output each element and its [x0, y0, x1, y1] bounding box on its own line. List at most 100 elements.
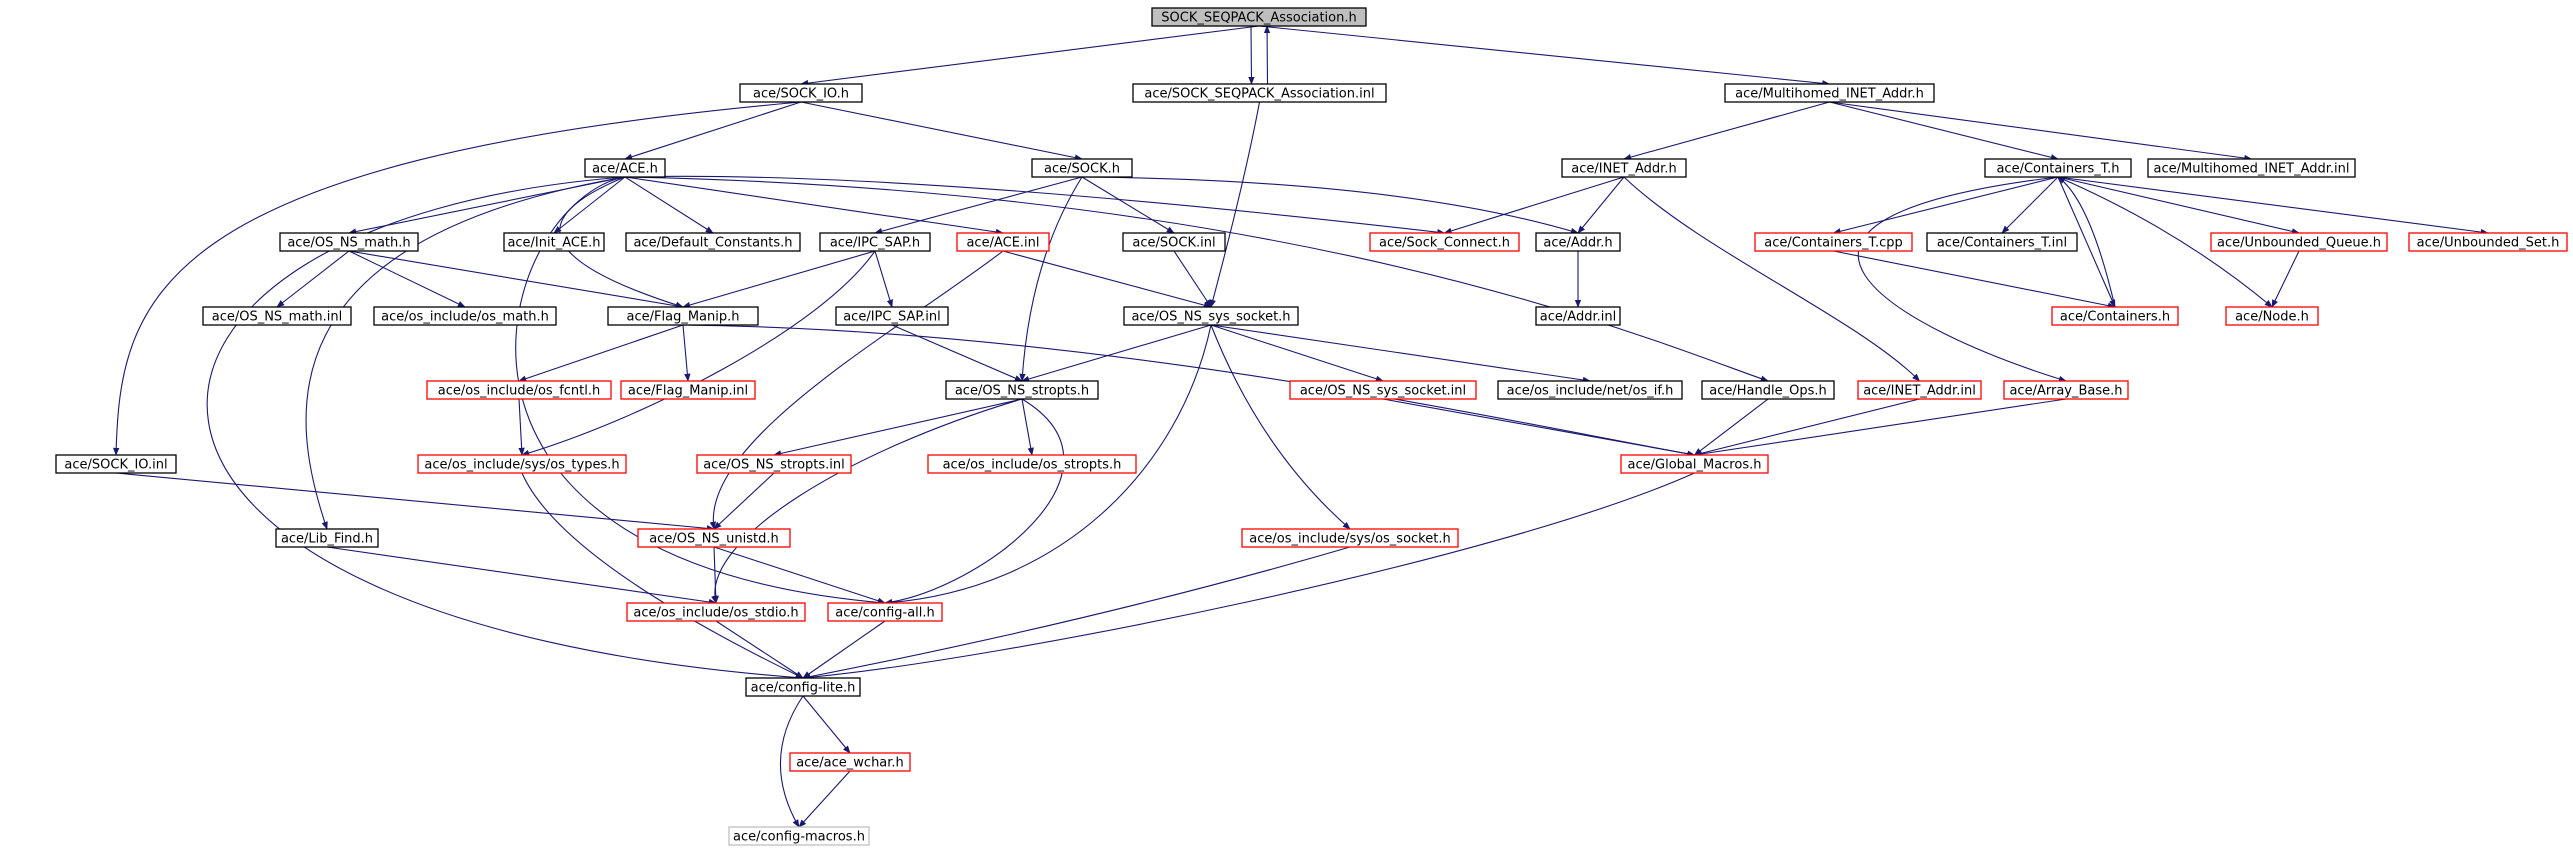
node-array-base-h[interactable]: ace/Array_Base.h [2003, 380, 2129, 400]
node-containers-t-inl[interactable]: ace/Containers_T.inl [1926, 232, 2078, 252]
node-label: ace/Sock_Connect.h [1379, 236, 1510, 251]
node-box [2051, 306, 2179, 326]
node-global-macros-h[interactable]: ace/Global_Macros.h [1620, 454, 1769, 474]
node-flag-manip-inl[interactable]: ace/Flag_Manip.inl [620, 380, 756, 400]
edge-os_ns_math_h-to-flag_manip_h [348, 250, 684, 309]
node-os-socket-h[interactable]: ace/os_include/sys/os_socket.h [1241, 528, 1459, 548]
node-os-stropts-h[interactable]: ace/os_include/os_stropts.h [927, 454, 1137, 474]
node-inet-addr-inl[interactable]: ace/INET_Addr.inl [1857, 380, 1982, 400]
node-ipc-sap-inl[interactable]: ace/IPC_SAP.inl [835, 306, 949, 326]
node-box [1620, 454, 1769, 474]
node-box [1701, 380, 1835, 400]
node-node-h[interactable]: ace/Node.h [2225, 306, 2319, 326]
edge-sock_h-to-addr_h [1081, 176, 1579, 235]
edge-ipc_sap_inl-to-os_ns_stropts_h [891, 324, 1023, 382]
edge-assoc_inl-to-root [1263, 25, 1271, 85]
node-unbounded-queue-h[interactable]: ace/Unbounded_Queue.h [2210, 232, 2388, 252]
edge-array_base_h-to-global_macros_h [1693, 398, 2067, 458]
node-ipc-sap-h[interactable]: ace/IPC_SAP.h [819, 232, 931, 252]
node-root[interactable]: SOCK_SEQPACK_Association.h [1151, 7, 1367, 27]
node-os-ns-stropts-h[interactable]: ace/OS_NS_stropts.h [945, 380, 1099, 400]
node-ace-inl[interactable]: ace/ACE.inl [956, 232, 1050, 252]
edge-config_lite_h-to-ace_wchar_h [802, 695, 851, 754]
dependency-edges [112, 25, 2489, 828]
node-sock-h[interactable]: ace/SOCK.h [1031, 158, 1133, 178]
edge-lib_find_h-to-os_stdio_h [326, 546, 717, 606]
node-label: ace/os_include/os_stdio.h [633, 606, 798, 621]
node-os-ns-unistd-h[interactable]: ace/OS_NS_unistd.h [637, 528, 791, 548]
node-os-math-h[interactable]: ace/os_include/os_math.h [373, 306, 557, 326]
node-box [55, 454, 177, 474]
node-mh-addr-inl[interactable]: ace/Multihomed_INET_Addr.inl [2147, 158, 2356, 178]
edge-ipc_sap_h-to-ipc_sap_inl [874, 250, 893, 308]
node-sockio-h[interactable]: ace/SOCK_IO.h [739, 83, 863, 103]
edge-os_ns_sys_socket_h-to-os_socket_h [1210, 324, 1351, 530]
node-ace-wchar-h[interactable]: ace/ace_wchar.h [789, 752, 911, 772]
node-box [626, 602, 806, 622]
node-box [745, 677, 861, 697]
edge-containers_t_h-to-containers_h [2057, 176, 2116, 308]
edge-ace_h-to-init_ace_h [553, 176, 626, 234]
node-box [827, 602, 943, 622]
node-lib-find-h[interactable]: ace/Lib_Find.h [275, 528, 379, 548]
edge-sockio_h-to-sock_h [800, 101, 1083, 161]
node-label: ace/INET_Addr.h [1571, 162, 1676, 177]
node-sockio-inl[interactable]: ace/SOCK_IO.inl [55, 454, 177, 474]
node-os-ns-stropts-inl[interactable]: ace/OS_NS_stropts.inl [696, 454, 852, 474]
node-label: ace/Node.h [2235, 310, 2309, 325]
node-label: ace/Default_Constants.h [633, 236, 792, 251]
node-addr-inl[interactable]: ace/Addr.inl [1535, 306, 1621, 326]
node-box [956, 232, 1050, 252]
edge-os_types_h-to-config_lite_h [521, 472, 804, 679]
edge-containers_t_h-to-containers_t_inl [2001, 176, 2059, 234]
edge-os_ns_stropts_h-to-os_ns_stropts_inl [773, 398, 1023, 457]
node-containers-h[interactable]: ace/Containers.h [2051, 306, 2179, 326]
node-assoc-inl[interactable]: ace/SOCK_SEQPACK_Association.inl [1132, 83, 1387, 103]
node-default-constants-h[interactable]: ace/Default_Constants.h [625, 232, 801, 252]
node-os-ns-sys-socket-h[interactable]: ace/OS_NS_sys_socket.h [1123, 306, 1299, 326]
node-box [819, 232, 931, 252]
edge-sock_inl-to-os_ns_sys_socket_h [1173, 250, 1212, 308]
node-addr-h[interactable]: ace/Addr.h [1535, 232, 1621, 252]
node-config-macros-h[interactable]: ace/config-macros.h [728, 826, 870, 846]
node-mh-addr-h[interactable]: ace/Multihomed_INET_Addr.h [1724, 83, 1935, 103]
edge-ace_inl-to-os_ns_sys_socket_h [1002, 250, 1212, 309]
node-os-ns-math-inl[interactable]: ace/OS_NS_math.inl [202, 306, 352, 326]
node-label: ace/OS_NS_math.inl [212, 310, 343, 325]
node-label: ace/Array_Base.h [2009, 384, 2122, 399]
node-config-lite-h[interactable]: ace/config-lite.h [745, 677, 861, 697]
node-sock-inl[interactable]: ace/SOCK.inl [1122, 232, 1226, 252]
edge-os_ns_unistd_h-to-config_all_h [713, 546, 886, 604]
node-box [607, 306, 759, 326]
node-handle-ops-h[interactable]: ace/Handle_Ops.h [1701, 380, 1835, 400]
node-label: ace/SOCK.h [1044, 162, 1120, 177]
node-box [1031, 158, 1133, 178]
node-os-types-h[interactable]: ace/os_include/sys/os_types.h [417, 454, 627, 474]
node-os-ns-sys-socket-inl[interactable]: ace/OS_NS_sys_socket.inl [1289, 380, 1477, 400]
node-os-ns-math-h[interactable]: ace/OS_NS_math.h [279, 232, 419, 252]
edge-handle_ops_h-to-global_macros_h [1693, 398, 1769, 456]
node-flag-manip-h[interactable]: ace/Flag_Manip.h [607, 306, 759, 326]
edge-os_ns_stropts_inl-to-os_ns_unistd_h [713, 472, 775, 530]
edge-containers_t_h-to-array_base_h [1857, 176, 2067, 382]
node-unbounded-set-h[interactable]: ace/Unbounded_Set.h [2408, 232, 2568, 252]
node-inet-addr-h[interactable]: ace/INET_Addr.h [1561, 158, 1687, 178]
node-containers-t-cpp[interactable]: ace/Containers_T.cpp [1754, 232, 1913, 252]
edge-containers_h-to-containers_t_h [2057, 176, 2116, 308]
node-label: ace/Multihomed_INET_Addr.inl [2153, 162, 2349, 177]
node-init-ace-h[interactable]: ace/Init_ACE.h [503, 232, 605, 252]
node-label: ace/os_include/sys/os_types.h [424, 458, 619, 473]
node-os-if-h[interactable]: ace/os_include/net/os_if.h [1497, 380, 1683, 400]
node-box [1724, 83, 1935, 103]
edge-containers_t_h-to-containers_t_cpp [1832, 176, 2059, 235]
node-sock-connect-h[interactable]: ace/Sock_Connect.h [1369, 232, 1520, 252]
node-config-all-h[interactable]: ace/config-all.h [827, 602, 943, 622]
node-os-stdio-h[interactable]: ace/os_include/os_stdio.h [626, 602, 806, 622]
node-os-fcntl-h[interactable]: ace/os_include/os_fcntl.h [426, 380, 612, 400]
node-containers-t-h[interactable]: ace/Containers_T.h [1984, 158, 2132, 178]
node-ace-h[interactable]: ace/ACE.h [584, 158, 666, 178]
edge-os_stdio_h-to-config_lite_h [715, 620, 804, 679]
node-label: ace/Handle_Ops.h [1709, 384, 1826, 399]
